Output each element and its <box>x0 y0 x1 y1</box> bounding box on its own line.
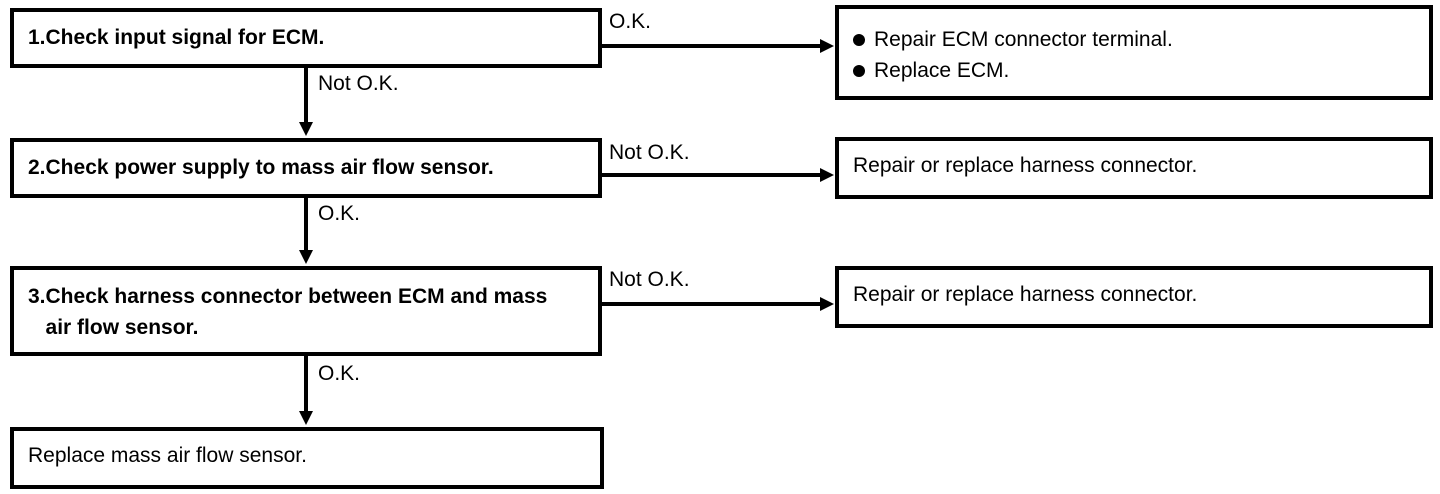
ecm-outcome-box: Repair ECM connector terminal. Replace E… <box>835 5 1433 100</box>
step-1-box: 1. Check input signal for ECM. <box>10 8 602 68</box>
step-2-number: 2. <box>28 156 46 179</box>
step-1-number: 1. <box>28 26 46 49</box>
bullet-icon <box>853 33 865 46</box>
final-box: Replace mass air flow sensor. <box>10 427 604 489</box>
arrowhead-step3-notok <box>820 297 834 311</box>
ecm-bullet-text: Repair ECM connector terminal. <box>874 28 1173 51</box>
step-2-text: Check power supply to mass air flow sens… <box>45 156 494 179</box>
ecm-bullet-text: Replace ECM. <box>874 59 1010 82</box>
label-step3-right: Not O.K. <box>609 268 690 291</box>
label-step3-down: O.K. <box>318 362 361 385</box>
step-2-outcome-box: Repair or replace harness connector. <box>835 137 1433 199</box>
label-step2-right: Not O.K. <box>609 141 690 164</box>
step-3-number: 3. <box>28 285 46 308</box>
arrowhead-step3-ok <box>299 411 313 425</box>
bullet-icon <box>853 64 865 77</box>
arrowhead-step2-notok <box>820 168 834 182</box>
arrowhead-step1-notok <box>299 122 313 136</box>
step-2-box: 2. Check power supply to mass air flow s… <box>10 138 602 198</box>
ecm-bullet-item: Replace ECM. <box>853 55 1415 86</box>
final-box-text: Replace mass air flow sensor. <box>28 444 307 467</box>
step-2-outcome-text: Repair or replace harness connector. <box>853 154 1198 177</box>
ecm-bullet-item: Repair ECM connector terminal. <box>853 24 1415 55</box>
arrowhead-step2-ok <box>299 250 313 264</box>
step-3-text: Check harness connector between ECM and … <box>45 285 548 339</box>
label-step1-right: O.K. <box>609 10 652 33</box>
step-3-outcome-text: Repair or replace harness connector. <box>853 283 1198 306</box>
arrowhead-step1-ok <box>820 39 834 53</box>
step-3-box: 3. Check harness connector between ECM a… <box>10 266 602 356</box>
label-step1-down: Not O.K. <box>318 72 399 95</box>
step-3-outcome-box: Repair or replace harness connector. <box>835 266 1433 328</box>
label-step2-down: O.K. <box>318 202 361 225</box>
step-1-text: Check input signal for ECM. <box>45 26 325 49</box>
